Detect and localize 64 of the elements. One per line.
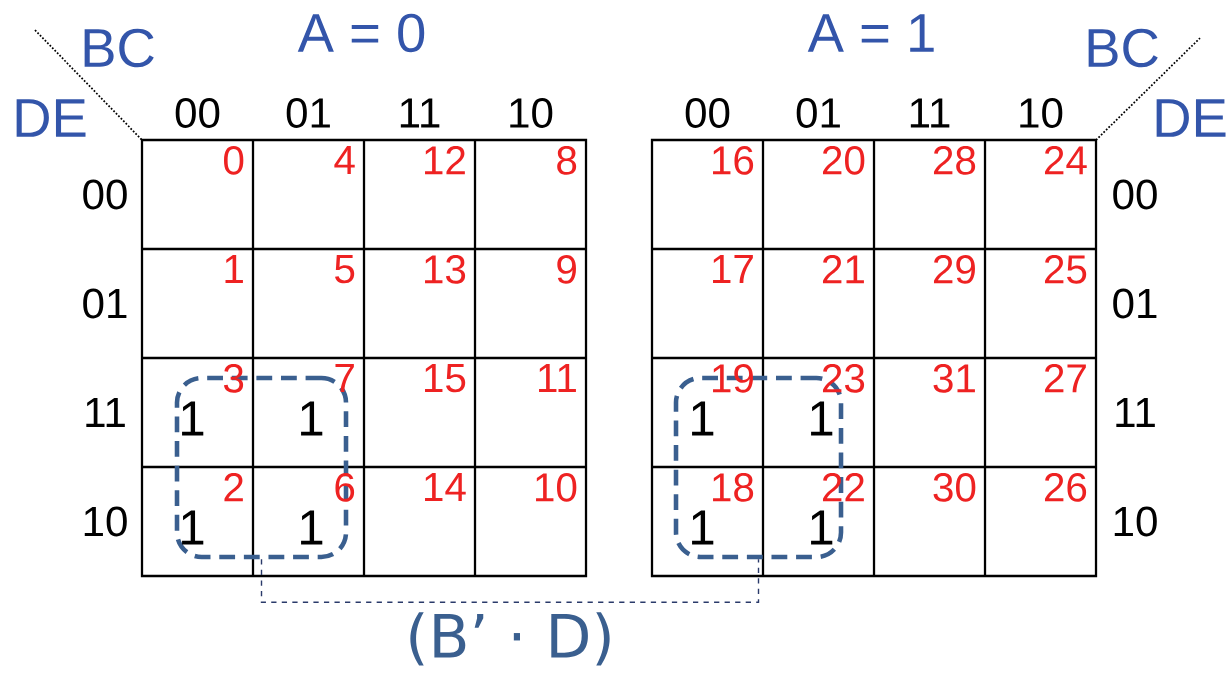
column-header: 10 xyxy=(510,98,553,128)
row-header: 01 xyxy=(83,288,127,319)
cell-number: 6 xyxy=(335,473,355,502)
row-header: 11 xyxy=(1116,398,1155,427)
cell-number: 1 xyxy=(225,255,243,283)
cell-value: 1 xyxy=(811,401,833,436)
cell-number: 3 xyxy=(223,364,244,393)
var-label: A = 0 xyxy=(297,13,425,53)
cell-number: 20 xyxy=(823,146,865,175)
cell-number: 5 xyxy=(335,255,355,284)
cell-number: 26 xyxy=(1045,473,1087,502)
var-label: DE xyxy=(1156,99,1226,137)
cell-number: 25 xyxy=(1045,255,1087,284)
cell-number: 18 xyxy=(713,473,754,502)
cell-value: 1 xyxy=(301,510,323,545)
row-header: 10 xyxy=(84,506,127,537)
column-header: 00 xyxy=(175,98,220,128)
cell-value: 1 xyxy=(182,510,204,545)
cell-number: 14 xyxy=(425,473,466,501)
row-header: 01 xyxy=(1113,288,1157,319)
cell-value: 1 xyxy=(301,401,323,436)
cell-number: 29 xyxy=(934,255,975,284)
cell-number: 16 xyxy=(713,146,754,175)
cell-number: 12 xyxy=(425,146,465,175)
cell-number: 21 xyxy=(823,255,864,284)
row-header: 00 xyxy=(1113,179,1157,210)
column-header: 01 xyxy=(796,98,840,128)
cell-number: 0 xyxy=(224,146,244,175)
column-header: 11 xyxy=(910,98,950,128)
var-label: BC xyxy=(1088,28,1158,68)
cell-value: 1 xyxy=(692,401,714,436)
cell-number: 23 xyxy=(823,364,865,393)
cell-number: 30 xyxy=(933,473,976,502)
cell-number: 7 xyxy=(335,364,354,392)
cell-number: 8 xyxy=(557,146,577,175)
cell-number: 15 xyxy=(425,364,466,393)
cell-number: 28 xyxy=(934,146,976,175)
row-header: 11 xyxy=(86,398,125,427)
column-header: 10 xyxy=(1020,98,1063,128)
row-header: 00 xyxy=(83,179,127,210)
cell-value: 1 xyxy=(692,510,714,545)
cell-value: 1 xyxy=(182,401,204,436)
cell-value: 1 xyxy=(811,510,833,545)
cell-number: 31 xyxy=(933,364,975,393)
column-header: 00 xyxy=(685,98,730,128)
cell-number: 11 xyxy=(539,364,576,392)
cell-number: 27 xyxy=(1045,364,1086,393)
var-label: BC xyxy=(84,28,154,68)
cell-number: 17 xyxy=(713,255,753,283)
cell-number: 13 xyxy=(425,255,466,284)
column-header: 01 xyxy=(286,98,330,128)
cell-number: 9 xyxy=(557,255,576,284)
column-header: 11 xyxy=(400,98,440,128)
cell-number: 4 xyxy=(334,146,355,174)
edge-label: (B’ · D) xyxy=(401,608,619,669)
cell-number: 24 xyxy=(1045,146,1087,175)
connector-line xyxy=(260,558,760,603)
cell-number: 22 xyxy=(823,473,864,502)
row-header: 10 xyxy=(1114,506,1157,537)
cell-number: 19 xyxy=(713,364,753,393)
cell-number: 2 xyxy=(224,473,243,502)
var-label: DE xyxy=(16,99,86,137)
var-label: A = 1 xyxy=(807,14,934,52)
cell-number: 10 xyxy=(536,473,577,502)
